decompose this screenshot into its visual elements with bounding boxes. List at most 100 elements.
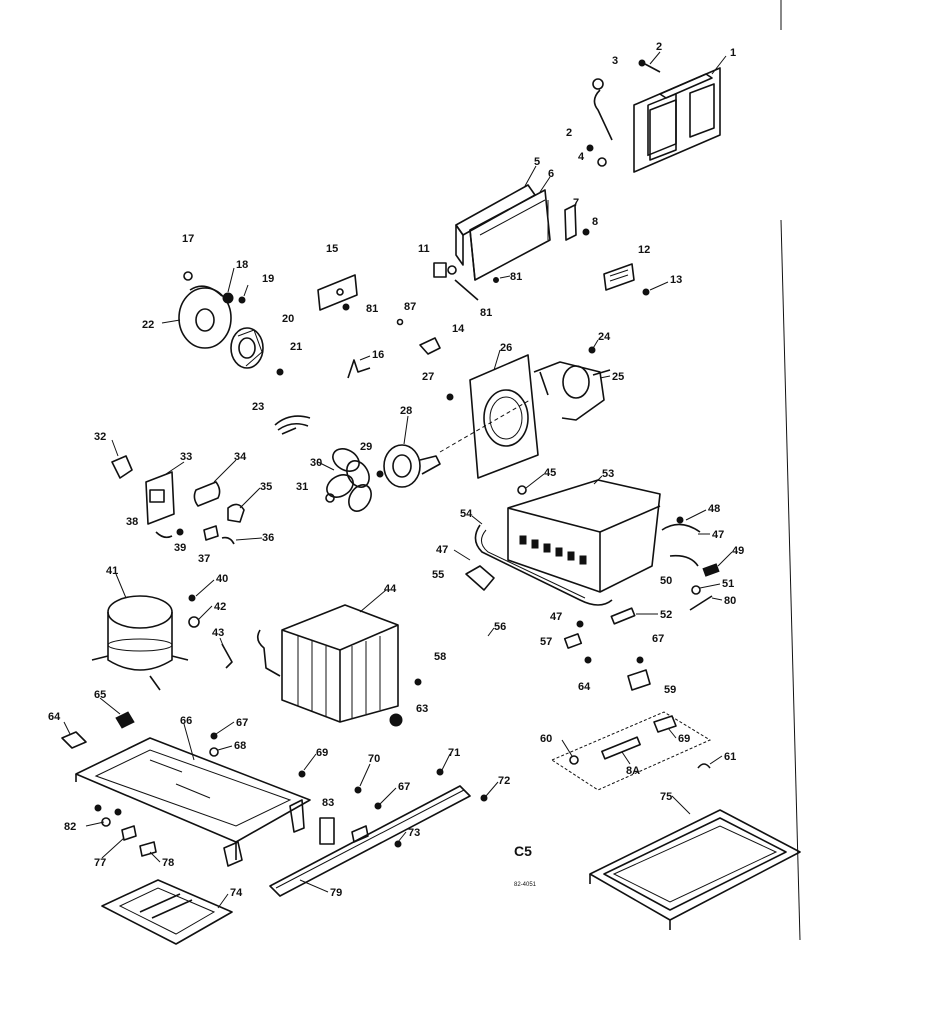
callout-label: 13 [670,274,682,286]
callout-label: 2 [566,127,572,139]
callout-label: 53 [602,468,614,480]
callout-label: 49 [732,545,744,557]
callout-label: 61 [724,751,736,763]
callout-label: 8 [592,216,598,228]
page-edge-line [780,219,801,941]
compressor-part [91,594,233,691]
callout-label: 80 [724,595,736,607]
callout-label: 58 [434,651,446,663]
evaporator-part [474,479,661,606]
callout-label: 42 [214,601,226,613]
hardware-part [94,804,157,857]
callout-label: 48 [708,503,720,515]
condenser-part [256,604,422,727]
callout-label: 87 [404,301,416,313]
callout-label: 81 [510,271,522,283]
callout-label: 5 [534,156,540,168]
wire-harness-part [274,415,311,435]
clip-part [347,359,371,379]
callout-label: 75 [660,791,672,803]
grille-part [589,809,801,930]
callout-label: 66 [180,715,192,727]
callout-label: 82 [64,821,76,833]
callout-label: 1 [730,47,736,59]
callout-label: 52 [660,609,672,621]
callout-label: 47 [436,544,448,556]
callout-label: 41 [106,565,118,577]
drain-pan-part [101,879,233,945]
callout-label: 2 [656,41,662,53]
section-label: C5 [514,843,532,859]
callout-label: 37 [198,553,210,565]
callout-label: 74 [230,887,243,899]
rubber-pad-part [61,731,87,749]
callout-label: 67 [236,717,248,729]
terminal-part [433,262,499,301]
clip-part [419,337,441,355]
callout-label: 69 [316,747,328,759]
callout-label: 36 [262,532,274,544]
callout-label: 67 [398,781,410,793]
fan-shroud-part [446,354,539,479]
screw-part [586,59,661,167]
callout-label: 64 [578,681,591,693]
rail-part [269,768,488,897]
callout-label: 16 [372,349,384,361]
callout-label: 20 [282,313,294,325]
evaporator-fins-part [519,535,587,565]
rubber-pad-part [115,711,135,729]
callout-label: 47 [712,529,724,541]
callout-label: 60 [540,733,552,745]
callout-label: 24 [598,331,611,343]
fan-blade-part [325,448,372,512]
callout-label: 22 [142,319,154,331]
callout-label: 51 [722,578,734,590]
callout-label: 25 [612,371,624,383]
callout-label: 68 [234,740,246,752]
callout-label: 4 [578,151,585,163]
pulley-part [230,327,284,376]
callout-label: 50 [660,575,672,587]
callout-label: 64 [48,711,61,723]
callout-label: 65 [94,689,106,701]
bracket-part [564,204,590,241]
filter-drier-part [319,817,335,845]
callout-label: 81 [366,303,378,315]
callout-label: 21 [290,341,302,353]
callout-label: 40 [216,573,228,585]
callout-label: 77 [94,857,106,869]
callout-label: 23 [252,401,264,413]
callout-label: 67 [652,633,664,645]
control-board-part [455,184,551,281]
callout-label: 71 [448,747,460,759]
callout-label: 39 [174,542,186,554]
callout-label: 32 [94,431,106,443]
callout-label: 69 [678,733,690,745]
callout-label: 34 [234,451,247,463]
callout-label: 38 [126,516,138,528]
valve-kit-part [550,711,712,791]
callout-label: 31 [296,481,308,493]
callout-label: 3 [612,55,618,67]
callout-label: 6 [548,168,554,180]
callout-label: 72 [498,775,510,787]
callout-label: 14 [452,323,465,335]
callout-label: 35 [260,481,272,493]
callout-label: 28 [400,405,412,417]
callout-label: 17 [182,233,194,245]
callout-labels: 1 2 3 2 4 5 6 7 8 11 81 81 12 13 17 18 1… [48,41,744,909]
callout-label: 73 [408,827,420,839]
callout-label: 70 [368,753,380,765]
callout-label: 11 [418,243,430,255]
callout-label: 7 [573,197,579,209]
callout-label: 59 [664,684,676,696]
callout-label: 8A [626,765,640,777]
evaporator-bracket-part [465,565,495,591]
callout-label: 29 [360,441,372,453]
callout-label: 54 [460,508,473,520]
callout-label: 43 [212,627,224,639]
base-frame-part [75,732,311,867]
callout-label: 15 [326,243,338,255]
fan-motor-part [376,444,441,488]
